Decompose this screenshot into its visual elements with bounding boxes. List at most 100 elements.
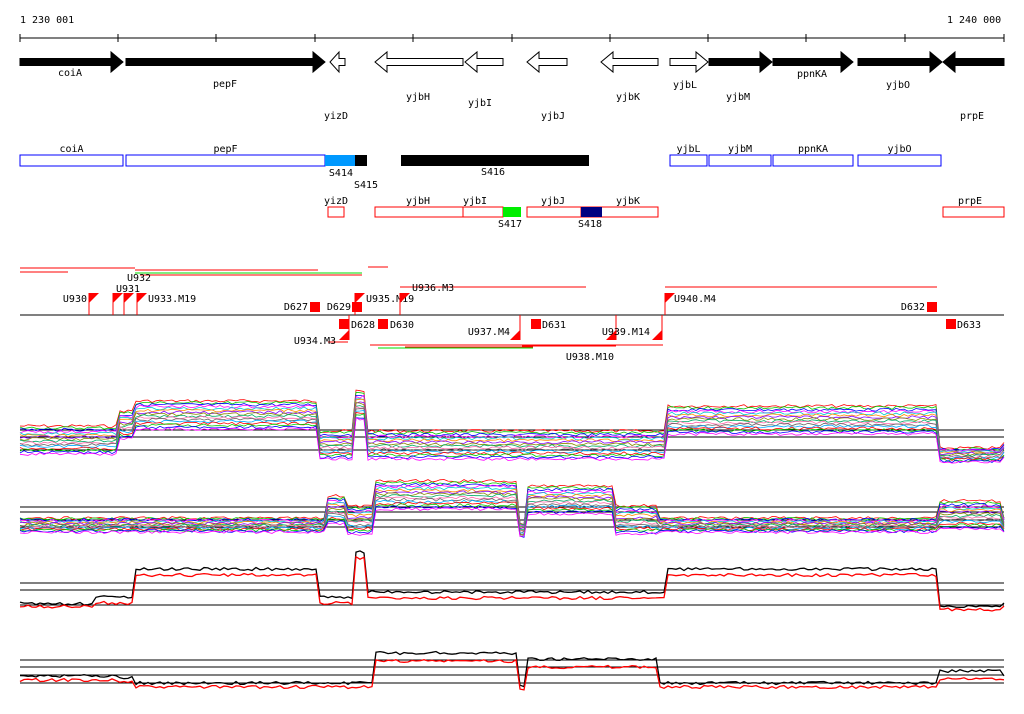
minus-box-label: yjbH [406,196,430,207]
expression-trace [19,398,1005,455]
upshift-marker[interactable] [355,293,365,303]
upshift-marker[interactable] [665,293,675,303]
expression-trace [19,650,1005,688]
downshift-marker[interactable] [927,302,937,312]
gene-arrow-coiA[interactable] [19,50,124,74]
downshift-marker[interactable] [946,319,956,329]
gene-arrow-yjbK[interactable] [600,50,659,74]
expression-trace [19,503,1005,536]
expression-trace [19,497,1005,535]
segment-label: S418 [578,219,602,230]
expression-trace [19,398,1005,454]
expression-trace [19,402,1005,457]
expression-trace [19,394,1005,452]
segment-label: S415 [354,180,378,191]
plus-box-label: yjbL [676,144,700,155]
gene-arrow-yjbJ[interactable] [526,50,568,74]
plus-box-yjbM[interactable] [708,154,772,167]
downshift-marker[interactable] [352,302,362,312]
upshift-marker[interactable] [339,330,349,340]
gene-arrow-ppnKA[interactable] [772,50,854,74]
gene-label-yjbK: yjbK [616,92,640,103]
gene-arrow-yjbM[interactable] [708,50,773,74]
plus-box-pepF[interactable] [125,154,326,167]
plus-box-label: yjbO [887,144,911,155]
gene-arrow-yjbL[interactable] [669,50,709,74]
upshift-marker[interactable] [113,293,123,303]
segment-S416[interactable] [401,155,589,166]
upshift-marker[interactable] [606,330,616,340]
gene-arrow-pepF[interactable] [125,50,326,74]
downshift-marker[interactable] [310,302,320,312]
marker-label-up: U935.M19 [366,294,414,305]
minus-box-label: yjbJ [541,196,565,207]
gene-label-yjbO: yjbO [886,80,910,91]
plus-box-ppnKA[interactable] [772,154,854,167]
downshift-marker[interactable] [378,319,388,329]
upshift-marker[interactable] [400,293,410,303]
gene-label-yjbJ: yjbJ [541,111,565,122]
ruler: 1 230 001 1 240 000 [19,15,1005,42]
gene-label-yjbH: yjbH [406,92,430,103]
marker-label-up: U930 [63,294,87,305]
marker-label-up: U940.M4 [674,294,716,305]
segment-S415[interactable] [355,155,367,166]
upshift-marker[interactable] [510,330,520,340]
marker-label-down: D631 [542,320,566,331]
ruler-start-label: 1 230 001 [20,15,74,26]
segment-S417[interactable] [503,207,521,217]
segment-S414[interactable] [325,155,355,166]
gene-arrow-prpE[interactable] [942,50,1005,74]
segment-label: S414 [329,168,353,179]
minus-box-yjbJ[interactable] [526,206,582,218]
marker-label-down: U939.M14 [602,327,650,338]
expression-trace [19,550,1005,608]
minus-box-yjbH[interactable] [374,206,464,218]
upshift-marker[interactable] [652,330,662,340]
gene-arrow-yizD[interactable] [329,50,346,74]
minus-box-label: yizD [324,196,348,207]
plus-box-label: pepF [213,144,237,155]
minus-box-yjbI[interactable] [462,206,504,218]
upshift-marker[interactable] [89,293,99,303]
marker-label-up: U933.M19 [148,294,196,305]
gene-arrow-yjbO[interactable] [857,50,943,74]
marker-label-up: U931 [116,284,140,295]
minus-box-label: yjbI [463,196,487,207]
minus-box-prpE[interactable] [942,206,1005,218]
segment-label: S417 [498,219,522,230]
plus-box-coiA[interactable] [19,154,124,167]
plus-box-label: yjbM [728,144,752,155]
plus-box-yjbL[interactable] [669,154,708,167]
marker-label-up: U936.M3 [412,283,454,294]
downshift-marker[interactable] [531,319,541,329]
gene-arrow-yjbH[interactable] [374,50,464,74]
expression-panels [19,389,1005,691]
expression-trace [19,391,1005,451]
expression-trace [19,555,1005,612]
marker-label-up: D627 [284,302,308,313]
upshift-marker[interactable] [124,293,134,303]
plus-box-yjbO[interactable] [857,154,942,167]
gene-arrow-yjbI[interactable] [464,50,504,74]
plus-box-label: ppnKA [798,144,828,155]
expression-trace [19,389,1005,450]
gene-label-yjbI: yjbI [468,98,492,109]
minus-box-yizD[interactable] [327,206,345,218]
gene-label-coiA: coiA [58,68,82,79]
segment-S418[interactable] [581,207,602,217]
minus-box-label: prpE [958,196,982,207]
upshift-marker[interactable] [137,293,147,303]
marker-label-down: U937.M4 [468,327,510,338]
marker-label-up: D629 [327,302,351,313]
gene-label-yizD: yizD [324,111,348,122]
expression-trace [19,480,1005,526]
expression-trace [19,410,1005,461]
expression-trace [19,495,1005,532]
marker-label-down: U938.M10 [566,352,614,363]
minus-box-label: yjbK [616,196,640,207]
downshift-marker[interactable] [339,319,349,329]
